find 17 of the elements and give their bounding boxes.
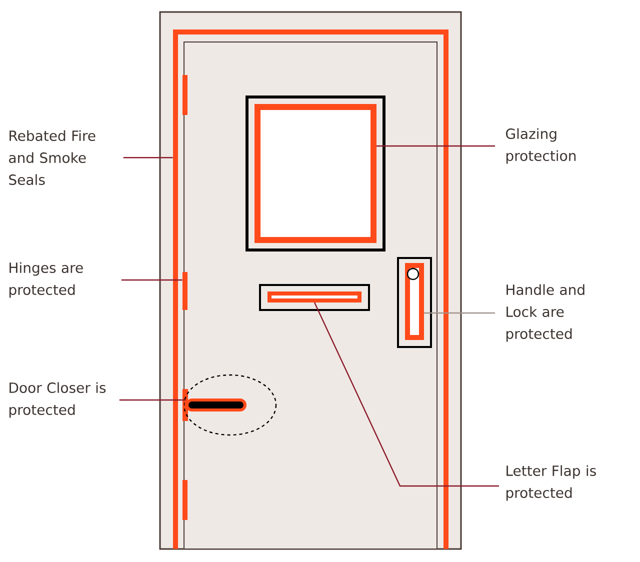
glazing-panel xyxy=(254,104,376,243)
leader-line xyxy=(119,399,186,401)
door-closer xyxy=(186,398,246,412)
leader-line xyxy=(121,279,182,281)
leader-line xyxy=(424,312,495,314)
callout-label: Door Closer is protected xyxy=(9,382,106,418)
leader-line xyxy=(376,145,495,147)
callout-label: Handle and Lock are protected xyxy=(506,284,584,342)
callout-label: Letter Flap is protected xyxy=(506,465,596,501)
callout-label: Rebated Fire and Smoke Seals xyxy=(9,130,96,186)
seal-strip xyxy=(173,32,178,549)
callout-label: Glazing protection xyxy=(506,128,576,164)
callout-label: Hinges are protected xyxy=(9,262,83,298)
hinge xyxy=(182,272,188,310)
letter-flap xyxy=(268,292,362,302)
handle-lock xyxy=(405,263,424,340)
leader-line xyxy=(123,157,173,158)
